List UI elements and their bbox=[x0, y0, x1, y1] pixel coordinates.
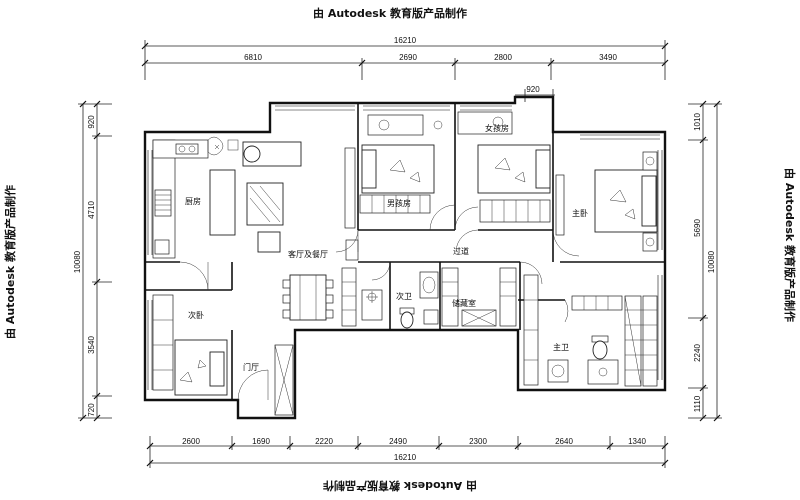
dim-top-4: 3490 bbox=[599, 53, 617, 62]
dim-bottom-7: 1340 bbox=[628, 437, 646, 446]
room-label-corridor: 过道 bbox=[453, 246, 469, 256]
room-label-cloakroom: 储藏室 bbox=[452, 298, 476, 308]
master-bedroom-furniture bbox=[552, 151, 658, 257]
dim-left-total: 10080 bbox=[73, 250, 82, 273]
dim-right-3: 2240 bbox=[693, 344, 702, 362]
dim-left-3: 3540 bbox=[87, 336, 96, 354]
dim-top-3: 2800 bbox=[494, 53, 512, 62]
dim-bottom-2: 1690 bbox=[252, 437, 270, 446]
second-bath-fixtures bbox=[361, 271, 439, 329]
bottom-dimension-lines bbox=[146, 436, 669, 468]
exterior-wall bbox=[143, 95, 667, 420]
dining-table-set bbox=[282, 274, 334, 321]
dim-bottom-3: 2220 bbox=[315, 437, 333, 446]
dim-bottom-1: 2600 bbox=[182, 437, 200, 446]
foyer-cabinet bbox=[237, 344, 294, 416]
room-label-foyer: 门厅 bbox=[243, 362, 259, 372]
corridor-wardrobe bbox=[341, 239, 359, 327]
dim-top-total: 16210 bbox=[394, 36, 417, 45]
right-dimension-lines bbox=[688, 100, 722, 422]
room-label-master-bedroom: 主卧 bbox=[572, 208, 588, 218]
dim-left-4: 720 bbox=[87, 403, 96, 417]
room-label-girls-room: 女孩房 bbox=[485, 123, 509, 133]
room-label-second-bedroom: 次卧 bbox=[188, 310, 204, 320]
windows bbox=[147, 105, 663, 390]
top-dimension-lines bbox=[141, 40, 669, 102]
watermark-right: 由 Autodesk 教育版产品制作 bbox=[783, 168, 797, 322]
watermark-bottom: 由 Autodesk 教育版产品制作 bbox=[323, 479, 477, 493]
dim-right-total: 10080 bbox=[707, 250, 716, 273]
room-label-master-bath: 主卫 bbox=[553, 342, 569, 352]
kitchen-counter bbox=[152, 139, 209, 259]
dim-bottom-5: 2300 bbox=[469, 437, 487, 446]
dim-bottom-4: 2490 bbox=[389, 437, 407, 446]
dim-bottom-total: 16210 bbox=[394, 453, 417, 462]
master-closet bbox=[571, 295, 658, 387]
dim-left-2: 4710 bbox=[87, 201, 96, 219]
interior-walls bbox=[145, 103, 665, 400]
dim-right-4: 1110 bbox=[693, 395, 702, 412]
cloakroom-shelving bbox=[441, 267, 517, 327]
room-label-living-dining: 客厅及餐厅 bbox=[288, 249, 328, 259]
room-label-second-bath: 次卫 bbox=[396, 291, 412, 301]
left-dimension-lines bbox=[78, 100, 112, 422]
boys-room-furniture bbox=[344, 114, 456, 231]
dim-top-small: 920 bbox=[526, 85, 540, 94]
dim-left-1: 920 bbox=[87, 115, 96, 129]
living-room-furniture bbox=[207, 136, 302, 253]
master-bath-fixtures bbox=[523, 274, 619, 386]
room-label-boys-room: 男孩房 bbox=[387, 198, 411, 208]
dim-bottom-6: 2640 bbox=[555, 437, 573, 446]
dim-right-1: 1010 bbox=[693, 113, 702, 131]
watermark-left: 由 Autodesk 教育版产品制作 bbox=[3, 185, 17, 339]
door-swings bbox=[335, 229, 543, 285]
dim-top-2: 2690 bbox=[399, 53, 417, 62]
dim-right-2: 5690 bbox=[693, 219, 702, 237]
room-label-kitchen: 厨房 bbox=[185, 196, 201, 206]
girls-room-furniture bbox=[454, 111, 551, 231]
second-bedroom-furniture bbox=[152, 261, 228, 396]
dim-top-1: 6810 bbox=[244, 53, 262, 62]
watermark-top: 由 Autodesk 教育版产品制作 bbox=[313, 6, 467, 20]
